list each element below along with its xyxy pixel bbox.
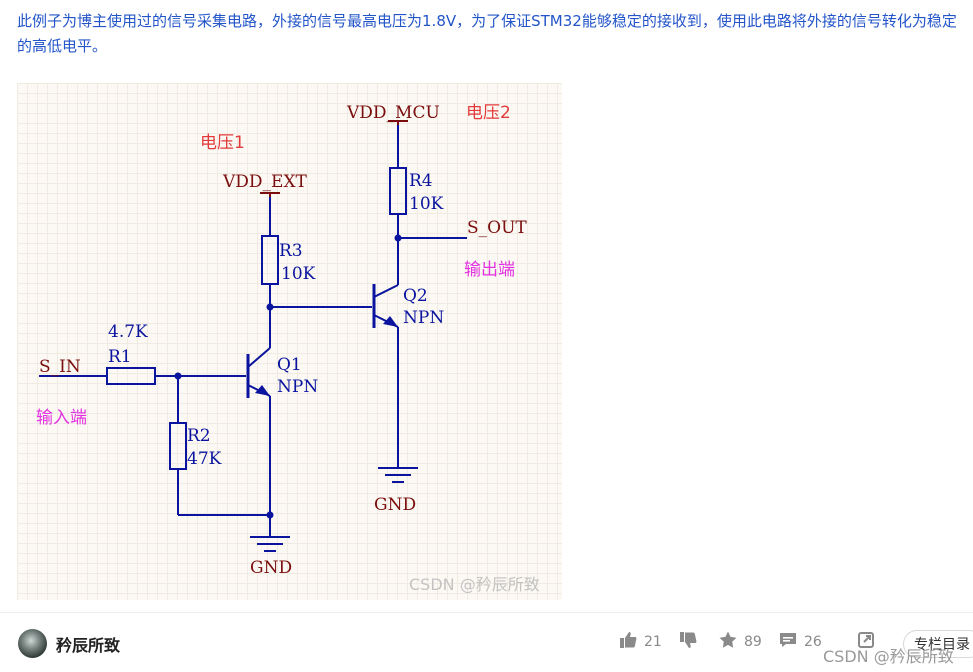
s-in-label: S_IN <box>39 357 81 377</box>
q1-emitter-arrow <box>255 385 270 396</box>
thumbs-up-icon[interactable] <box>618 630 638 650</box>
voltage2-note: 电压2 <box>466 103 511 123</box>
r3-name: R3 <box>279 241 303 261</box>
r2-value: 47K <box>187 449 222 469</box>
r2-name: R2 <box>187 426 211 446</box>
thumbs-down-icon[interactable] <box>678 630 698 650</box>
power-symbols <box>260 120 408 197</box>
comment-icon[interactable] <box>778 630 798 650</box>
star-icon[interactable] <box>718 630 738 650</box>
page-watermark: CSDN @矜辰所致 <box>823 647 954 666</box>
avatar[interactable] <box>18 629 47 658</box>
s-out-label: S_OUT <box>467 218 527 238</box>
column-directory-button[interactable]: 专栏目录 <box>903 630 973 658</box>
q1-name: Q1 <box>277 355 302 375</box>
vdd-ext-label: VDD_EXT <box>222 172 308 192</box>
output-note: 输出端 <box>464 260 515 280</box>
voltage1-note: 电压1 <box>200 133 245 153</box>
junction-dots <box>174 234 402 519</box>
r1-value: 4.7K <box>108 322 148 342</box>
r4-name: R4 <box>409 171 433 191</box>
favorite-count: 89 <box>744 634 762 650</box>
image-watermark: CSDN @矜辰所致 <box>409 575 540 594</box>
share-icon[interactable] <box>856 630 876 650</box>
article-toolbar: 矜辰所致 21 89 26 专栏目录 CSDN @矜辰所致 <box>0 612 973 672</box>
q2-type: NPN <box>403 308 444 328</box>
input-note: 输入端 <box>36 408 87 428</box>
like-count: 21 <box>644 634 662 650</box>
gnd-label-1: GND <box>250 558 292 578</box>
article-intro: 此例子为博主使用过的信号采集电路，外接的信号最高电压为1.8V，为了保证STM3… <box>17 12 957 55</box>
schematic-figure: VDD_EXT VDD_MCU S_OUT S_IN GND GND R3 10… <box>17 83 562 600</box>
author-name[interactable]: 矜辰所致 <box>56 636 121 655</box>
schematic-svg: VDD_EXT VDD_MCU S_OUT S_IN GND GND R3 10… <box>36 103 527 578</box>
r3-value: 10K <box>281 264 316 284</box>
r1-name: R1 <box>108 347 132 367</box>
q2-name: Q2 <box>403 286 428 306</box>
gnd-label-2: GND <box>374 495 416 515</box>
r4-value: 10K <box>409 194 444 214</box>
vdd-mcu-label: VDD_MCU <box>346 103 440 123</box>
q2-emitter-arrow <box>383 316 398 327</box>
q1-type: NPN <box>277 377 318 397</box>
comment-count: 26 <box>804 634 822 650</box>
